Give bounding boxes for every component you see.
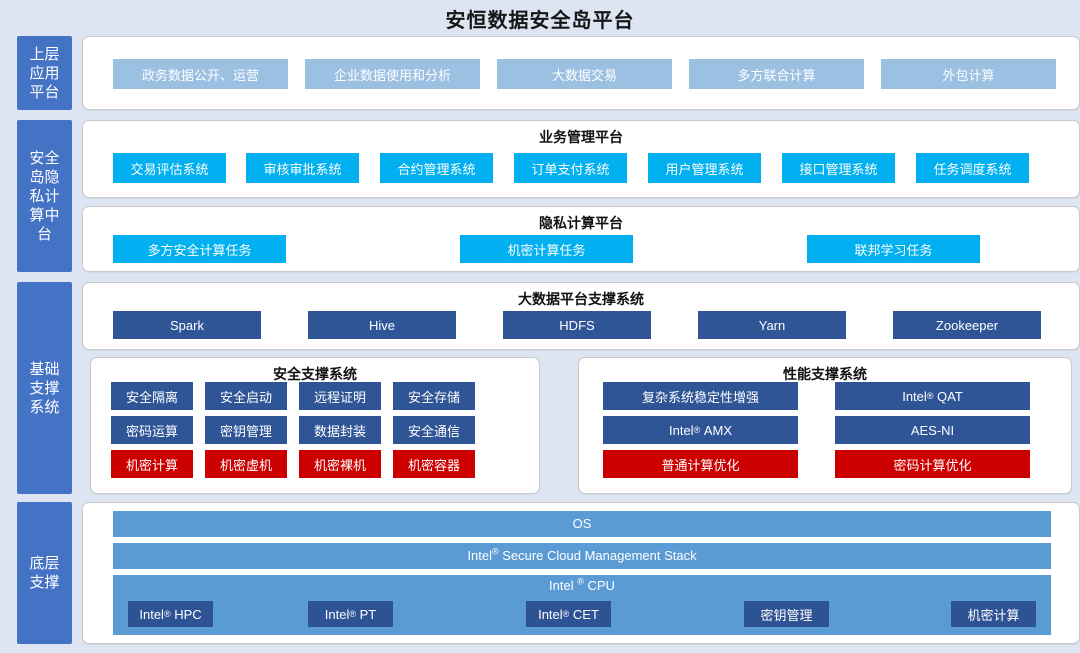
privacy-computing-platform-title: 隐私计算平台 — [539, 215, 623, 231]
performance-support-system-title: 性能支撑系统 — [783, 366, 867, 382]
app-item-0[interactable]: 政务数据公开、运营 — [113, 59, 288, 89]
bmp-item-3[interactable]: 订单支付系统 — [514, 153, 627, 183]
sidebar-item-label: 安全岛隐私计算中台 — [29, 149, 60, 243]
bigdata-platform-title: 大数据平台支撑系统 — [518, 291, 644, 307]
pss-r2-c0[interactable]: 普通计算优化 — [603, 450, 798, 478]
sss-r2-c1[interactable]: 机密虚机 — [205, 450, 287, 478]
bigdata-item-1[interactable]: Hive — [308, 311, 456, 339]
cpu-feature-0[interactable]: Intel® HPC — [128, 601, 213, 627]
band-secure-cloud-management-stack[interactable]: Intel® Secure Cloud Management Stack — [113, 543, 1051, 569]
sidebar-item-label: 上层应用平台 — [29, 45, 60, 101]
bigdata-item-0[interactable]: Spark — [113, 311, 261, 339]
sss-r1-c3[interactable]: 安全通信 — [393, 416, 475, 444]
band-os[interactable]: OS — [113, 511, 1051, 537]
sss-r2-c0[interactable]: 机密计算 — [111, 450, 193, 478]
bigdata-platform-card: 大数据平台支撑系统 Spark Hive HDFS Yarn Zookeeper — [82, 282, 1080, 350]
sss-r0-c1[interactable]: 安全启动 — [205, 382, 287, 410]
bmp-item-0[interactable]: 交易评估系统 — [113, 153, 226, 183]
page-title: 安恒数据安全岛平台 — [445, 10, 635, 32]
bottom-support-card: OS Intel® Secure Cloud Management Stack … — [82, 502, 1080, 644]
sss-r1-c0[interactable]: 密码运算 — [111, 416, 193, 444]
app-item-2[interactable]: 大数据交易 — [497, 59, 672, 89]
bmp-item-5[interactable]: 接口管理系统 — [782, 153, 895, 183]
sss-r1-c2[interactable]: 数据封装 — [299, 416, 381, 444]
sss-r1-c1[interactable]: 密钥管理 — [205, 416, 287, 444]
band-secure-cloud-label: Intel® Secure Cloud Management Stack — [467, 546, 697, 563]
bmp-item-6[interactable]: 任务调度系统 — [916, 153, 1029, 183]
bmp-item-1[interactable]: 审核审批系统 — [246, 153, 359, 183]
app-item-3[interactable]: 多方联合计算 — [689, 59, 864, 89]
sss-r2-c3[interactable]: 机密容器 — [393, 450, 475, 478]
sidebar-item-label: 底层支撑 — [29, 555, 60, 591]
sss-r2-c2[interactable]: 机密裸机 — [299, 450, 381, 478]
pss-r0-c1[interactable]: Intel® QAT — [835, 382, 1030, 410]
sidebar-item-label: 基础支撑系统 — [29, 360, 60, 416]
bigdata-item-4[interactable]: Zookeeper — [893, 311, 1041, 339]
cpu-feature-1[interactable]: Intel® PT — [308, 601, 393, 627]
privacy-computing-platform-card: 隐私计算平台 多方安全计算任务 机密计算任务 联邦学习任务 — [82, 206, 1080, 272]
band-intel-cpu-label: Intel ® CPU — [549, 576, 615, 593]
band-os-label: OS — [572, 516, 592, 531]
business-management-platform-title: 业务管理平台 — [539, 129, 623, 145]
bigdata-item-2[interactable]: HDFS — [503, 311, 651, 339]
pcp-item-1[interactable]: 机密计算任务 — [460, 235, 633, 263]
pss-r2-c1[interactable]: 密码计算优化 — [835, 450, 1030, 478]
sss-r0-c0[interactable]: 安全隔离 — [111, 382, 193, 410]
cpu-feature-4[interactable]: 机密计算 — [951, 601, 1036, 627]
sidebar-item-infrastructure-support[interactable]: 基础支撑系统 — [17, 282, 72, 494]
app-item-1[interactable]: 企业数据使用和分析 — [305, 59, 480, 89]
cpu-feature-3[interactable]: 密钥管理 — [744, 601, 829, 627]
business-management-platform-card: 业务管理平台 交易评估系统 审核审批系统 合约管理系统 订单支付系统 用户管理系… — [82, 120, 1080, 198]
pss-r0-c0[interactable]: 复杂系统稳定性增强 — [603, 382, 798, 410]
sidebar-item-bottom-support[interactable]: 底层支撑 — [17, 502, 72, 644]
sidebar-item-application-platform[interactable]: 上层应用平台 — [17, 36, 72, 110]
pss-r1-c1[interactable]: AES-NI — [835, 416, 1030, 444]
band-intel-cpu[interactable]: Intel ® CPU Intel® HPC Intel® PT Intel ®… — [113, 575, 1051, 635]
sidebar-item-privacy-computing[interactable]: 安全岛隐私计算中台 — [17, 120, 72, 272]
security-support-system-title: 安全支撑系统 — [273, 366, 357, 382]
security-support-system-card: 安全支撑系统 安全隔离 安全启动 远程证明 安全存储 密码运算 密钥管理 数据封… — [90, 357, 540, 494]
sss-r0-c2[interactable]: 远程证明 — [299, 382, 381, 410]
application-platform-card: 政务数据公开、运营 企业数据使用和分析 大数据交易 多方联合计算 外包计算 — [82, 36, 1080, 110]
cpu-feature-2[interactable]: Intel ® CET — [526, 601, 611, 627]
bmp-item-2[interactable]: 合约管理系统 — [380, 153, 493, 183]
app-item-4[interactable]: 外包计算 — [881, 59, 1056, 89]
pcp-item-2[interactable]: 联邦学习任务 — [807, 235, 980, 263]
sss-r0-c3[interactable]: 安全存储 — [393, 382, 475, 410]
pss-r1-c0[interactable]: Intel® AMX — [603, 416, 798, 444]
bigdata-item-3[interactable]: Yarn — [698, 311, 846, 339]
pcp-item-0[interactable]: 多方安全计算任务 — [113, 235, 286, 263]
bmp-item-4[interactable]: 用户管理系统 — [648, 153, 761, 183]
performance-support-system-card: 性能支撑系统 复杂系统稳定性增强 Intel® QAT Intel® AMX A… — [578, 357, 1072, 494]
